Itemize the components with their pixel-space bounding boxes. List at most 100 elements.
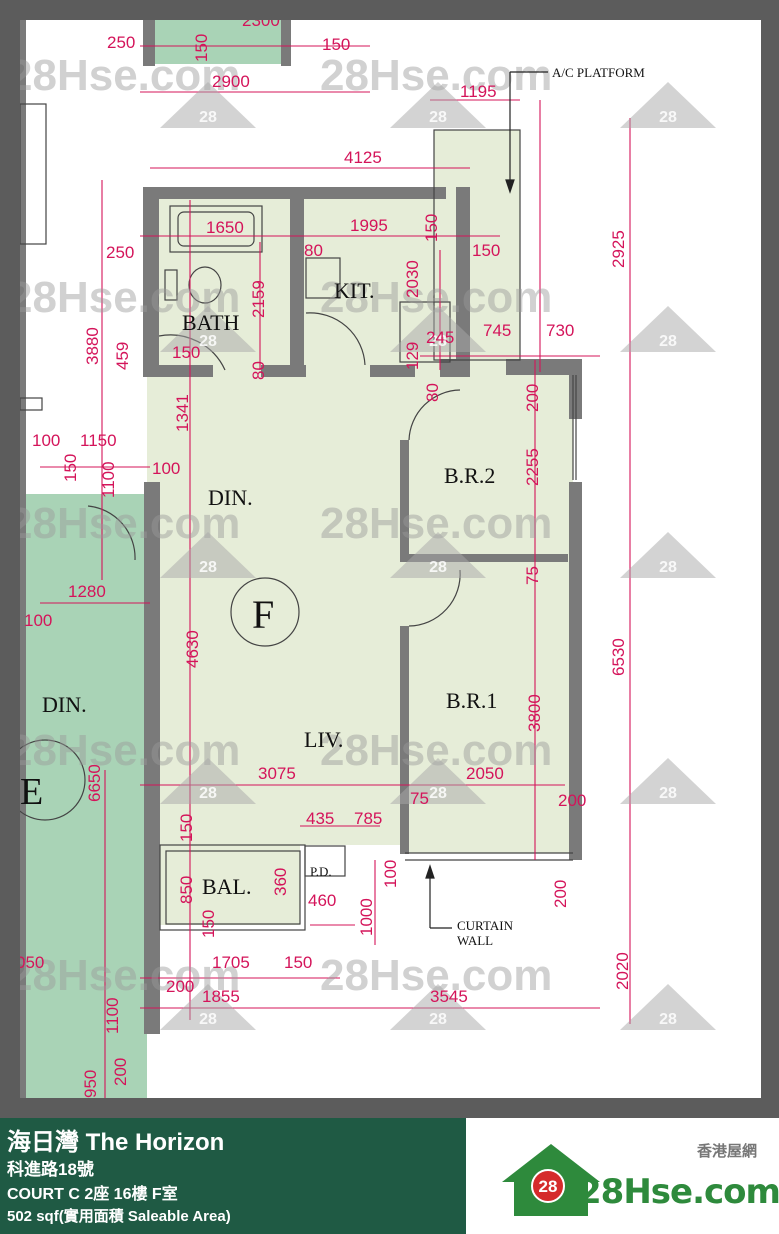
dim-label: 150	[322, 35, 350, 54]
dim-label: 1650	[206, 218, 244, 237]
svg-text:28: 28	[429, 109, 447, 126]
house-icon	[390, 306, 486, 352]
property-unit: COURT C 2座 16樓 F室	[7, 1186, 178, 1203]
svg-text:28: 28	[659, 785, 677, 802]
dim-label: 850	[177, 876, 196, 904]
dim-label: 2159	[249, 280, 268, 318]
dim-label: 2030	[403, 260, 422, 298]
floor-plan: 28Hse.com 28Hse.com 28Hse.com 28Hse.com …	[20, 20, 761, 1098]
watermark-badges: 28 28 28 28 28 28 28 28 28 28 28 28 28 2…	[199, 109, 677, 1028]
room-label-balcony: BAL.	[202, 874, 252, 899]
dim-label: 6530	[609, 638, 628, 676]
house-logo-icon: 28	[502, 1144, 600, 1216]
dim-label: 129	[403, 342, 422, 370]
neighbor-unit-fill	[20, 494, 147, 1098]
dim-label: 1100	[103, 997, 122, 1034]
house-icon	[620, 984, 716, 1030]
dim-label: 100	[32, 431, 60, 450]
dim-label: 730	[546, 321, 574, 340]
dim-label: 100	[24, 611, 52, 630]
room-label-kitchen: KIT.	[334, 278, 375, 303]
house-icon	[620, 532, 716, 578]
dim-label: 75	[523, 566, 542, 585]
svg-text:28: 28	[659, 559, 677, 576]
svg-text:28: 28	[539, 1177, 558, 1196]
dim-label: 3880	[83, 327, 102, 365]
dim-label: 1000	[357, 898, 376, 936]
house-icon	[160, 984, 256, 1030]
plan-linework	[20, 103, 577, 931]
svg-text:28: 28	[429, 559, 447, 576]
room-label-bedroom-1: B.R.1	[446, 688, 497, 713]
dim-label: 360	[271, 868, 290, 896]
dim-label: 1995	[350, 216, 388, 235]
dim-label: 200	[551, 880, 570, 908]
room-label-neighbor-dining: DIN.	[42, 692, 87, 717]
brand-logo-text: 28Hse.com	[578, 1172, 779, 1212]
dim-label: 200	[111, 1058, 130, 1086]
svg-text:28: 28	[659, 109, 677, 126]
neighbor-unit-letter: E	[20, 771, 43, 813]
dim-label: 745	[483, 321, 511, 340]
svg-text:28: 28	[429, 785, 447, 802]
dim-label: 150	[192, 34, 211, 62]
dim-label: 200	[166, 977, 194, 996]
dim-label: 1150	[80, 431, 117, 450]
svg-text:28: 28	[199, 1011, 217, 1028]
floor-plan-drawing: 28Hse.com 28Hse.com 28Hse.com 28Hse.com …	[20, 20, 716, 1098]
dim-label: 245	[426, 328, 454, 347]
dimension-labels-vertical: 150 150 2925 2159 2030 3880 459 129 80 8…	[61, 34, 632, 1098]
footer-bar: 海日灣 The Horizon 科進路18號 COURT C 2座 16樓 F室…	[0, 1118, 779, 1234]
house-icon	[160, 758, 256, 804]
dim-label: 460	[308, 891, 336, 910]
svg-text:28: 28	[199, 785, 217, 802]
dim-label: 785	[354, 809, 382, 828]
dim-label: 150	[472, 241, 500, 260]
dim-label: 050	[20, 953, 44, 972]
brand-panel[interactable]: 香港屋網 28 28Hse.com	[466, 1118, 779, 1234]
house-icon	[390, 984, 486, 1030]
dim-label: 3545	[430, 987, 468, 1006]
walls	[20, 20, 582, 1098]
svg-text:28: 28	[199, 559, 217, 576]
property-title: 海日灣 The Horizon	[7, 1129, 225, 1156]
house-icon	[160, 532, 256, 578]
dim-label: 150	[199, 910, 218, 938]
property-address: 科進路18號	[7, 1160, 94, 1179]
dim-label: 100	[381, 860, 400, 888]
dim-label: 1705	[212, 953, 250, 972]
curtain-wall-note-2: WALL	[457, 933, 493, 948]
house-icon	[620, 82, 716, 128]
dimension-labels: 2300 250 150 2900 1195 4125 1650 1995 25…	[20, 20, 586, 1006]
brand-chinese-name: 香港屋網	[696, 1143, 757, 1160]
neighbor-top-fill	[152, 20, 287, 64]
dim-label: 459	[113, 342, 132, 370]
svg-text:28: 28	[659, 333, 677, 350]
dim-label: 200	[523, 384, 542, 412]
dim-label: 80	[304, 241, 323, 260]
dim-label: 1195	[460, 82, 497, 101]
ac-platform-note: A/C PLATFORM	[552, 65, 645, 80]
house-icon	[390, 758, 486, 804]
dim-label: 100	[152, 459, 180, 478]
dim-label: 435	[306, 809, 334, 828]
dim-label: 2050	[466, 764, 504, 783]
room-label-dining: DIN.	[208, 485, 253, 510]
note-leader-lines	[425, 71, 548, 929]
dim-label: 150	[284, 953, 312, 972]
house-icon	[620, 306, 716, 352]
dim-label: 4125	[344, 148, 382, 167]
dim-label: 1280	[68, 582, 106, 601]
dim-label: 4630	[183, 630, 202, 668]
room-label-living: LIV.	[304, 727, 343, 752]
dim-label: 75	[410, 789, 429, 808]
house-icon	[160, 82, 256, 128]
dim-label: 150	[61, 454, 80, 482]
dim-label: 250	[107, 33, 135, 52]
svg-text:28: 28	[199, 109, 217, 126]
dim-label: 80	[423, 383, 442, 402]
dim-label: 2925	[609, 230, 628, 268]
dim-label: 250	[106, 243, 134, 262]
dim-label: 3075	[258, 764, 296, 783]
